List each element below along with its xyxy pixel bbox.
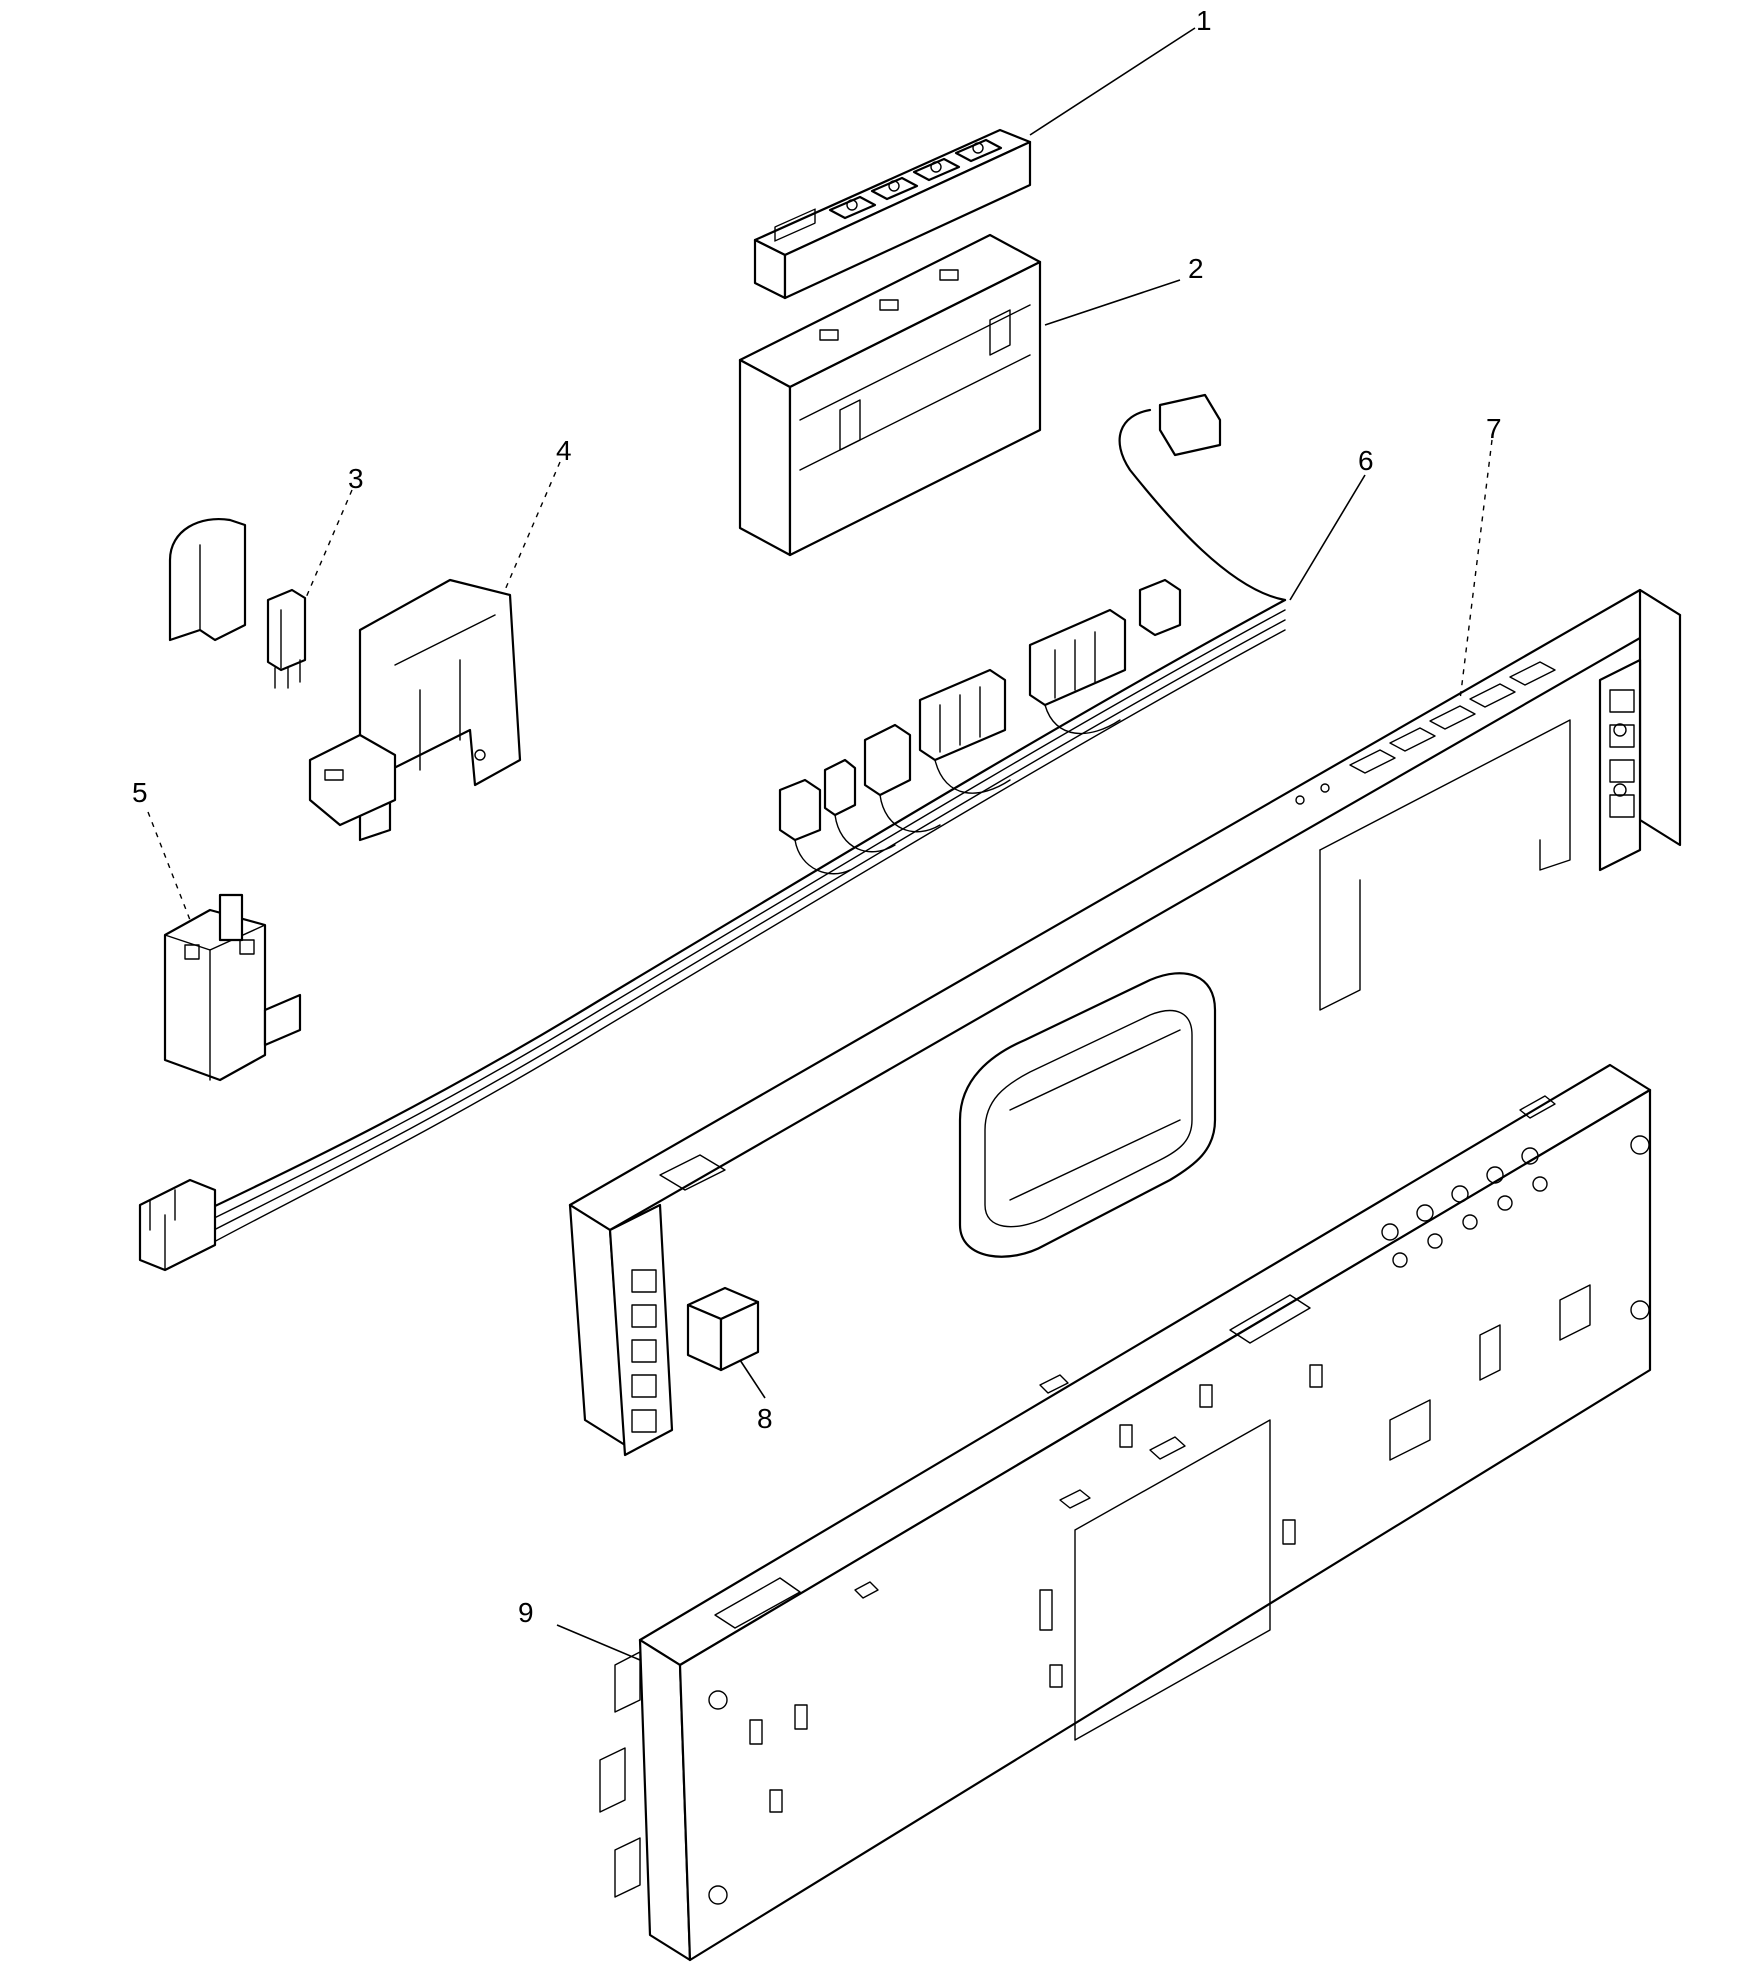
- part-7-control-panel-frame: [568, 588, 1682, 1457]
- part-3-relay: [168, 517, 307, 689]
- callout-2: 2: [1188, 253, 1204, 284]
- callout-1: 1: [1196, 5, 1212, 36]
- callout-5: 5: [132, 777, 148, 808]
- part-1-keypad: [753, 128, 1032, 300]
- rear-panel-holes: [1381, 1147, 1548, 1268]
- callout-labels: 1 2 3 4 5 6 7 8 9: [132, 5, 1502, 1628]
- part-6-wire-harness: [138, 393, 1287, 1272]
- part-5-door-switch: [163, 893, 302, 1082]
- leader-lines: [147, 27, 1493, 1661]
- callout-7: 7: [1486, 413, 1502, 444]
- callout-9: 9: [518, 1597, 534, 1628]
- part-4-switch-bracket: [308, 578, 522, 842]
- part-8-block: [686, 1286, 760, 1372]
- callout-6: 6: [1358, 445, 1374, 476]
- handle-insert: [958, 972, 1217, 1258]
- callout-4: 4: [556, 435, 572, 466]
- part-9-rear-panel: [599, 1063, 1652, 1962]
- part-2-control-module: [738, 233, 1042, 557]
- callout-8: 8: [757, 1403, 773, 1434]
- callout-3: 3: [348, 463, 364, 494]
